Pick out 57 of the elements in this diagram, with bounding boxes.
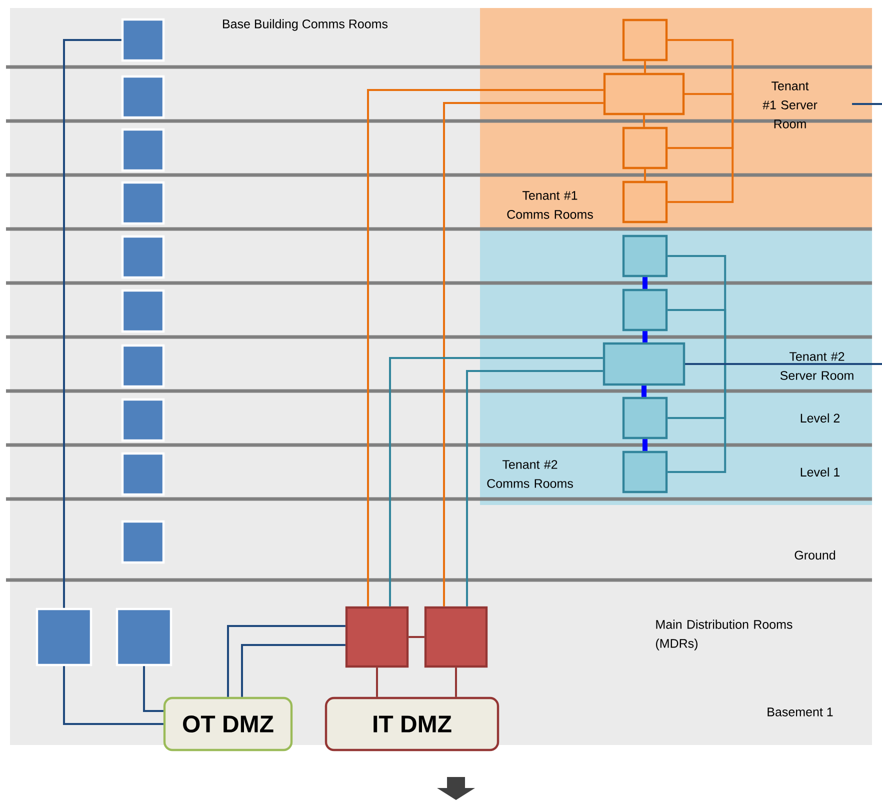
cable-line [389,357,603,606]
cable-line [685,363,882,365]
comms-room-box [121,344,165,388]
floor-label: Level 2 [800,413,840,423]
floor-label: Main Distribution Rooms (MDRs) [656,620,792,650]
cable-line [644,169,646,181]
floor-label: Ground [794,550,836,560]
cable-line [63,39,122,608]
comms-room-box [121,128,165,172]
cable-line [643,115,645,127]
dmz-box: IT DMZ [324,696,500,752]
cable-line [668,39,734,95]
cable-line [143,666,164,712]
distribution-room-box [116,608,172,666]
comms-room-box [622,180,668,224]
comms-room-box [622,396,668,440]
comms-room-box [121,18,165,62]
server-room-box [603,72,685,116]
comms-room-box [622,126,668,170]
cable-line [63,666,164,725]
cable-line [367,89,604,606]
floor-label: Level 1 [800,467,840,477]
distribution-room-box [345,606,409,668]
comms-room-box [622,450,668,494]
room-label: Tenant #2 Server Room [780,352,854,380]
cable-line [408,636,424,638]
cable-line [642,439,648,451]
distribution-room-box [424,606,488,668]
cable-line [642,331,648,342]
cable-line [241,644,346,697]
cable-line [644,61,646,73]
comms-room-box [121,75,165,119]
cable-line [443,102,604,606]
server-room-box [602,342,686,386]
dmz-box: OT DMZ [163,696,293,752]
cable-line [668,93,734,203]
cable-line [466,370,603,606]
floor-label: Basement 1 [768,708,833,716]
cable-line [455,668,457,697]
room-label: Tenant #1 Comms Rooms [507,191,593,219]
distribution-room-box [36,608,92,666]
comms-room-box [622,234,668,278]
cable-line [642,386,646,397]
comms-room-box [121,452,165,496]
comms-room-box [121,398,165,442]
comms-room-box [622,288,668,332]
cable-line [376,668,378,697]
cable-line [227,625,346,697]
cable-line [642,277,648,289]
room-label: Tenant #1 Server Room [762,82,818,128]
room-label: Tenant #2 Comms Rooms [487,460,573,488]
comms-room-box [121,181,165,225]
comms-room-box [121,289,165,333]
comms-room-box [622,18,668,62]
comms-room-box [121,520,165,564]
comms-room-box [121,235,165,279]
heading-label: Base Building Comms Rooms [223,19,388,31]
